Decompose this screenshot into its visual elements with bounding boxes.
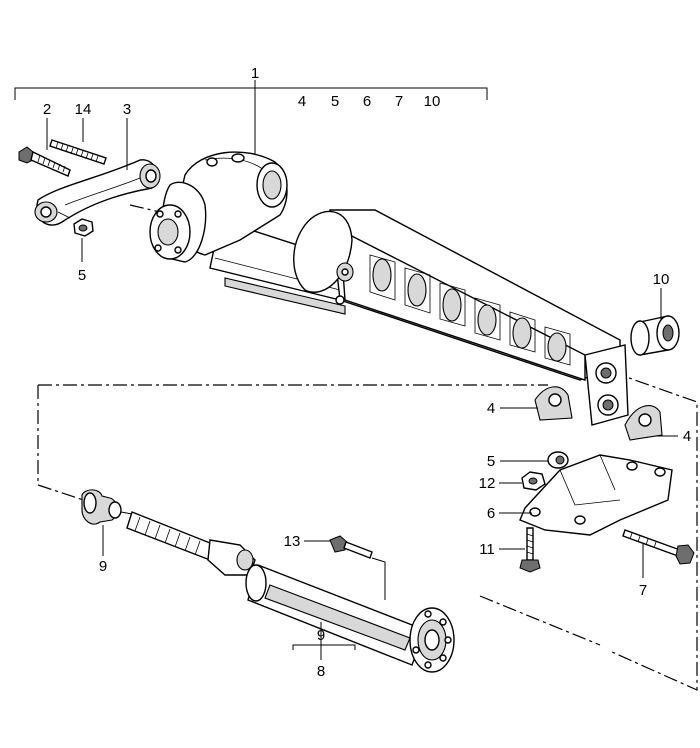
callout-labels: 1 4 5 6 7 10 2 14 3 5 10 4 4 5 12 6 11 7…	[43, 65, 691, 680]
bolt-part-11	[519, 527, 541, 573]
bolt-part-13	[329, 535, 373, 559]
assembly-bracket-1	[14, 80, 488, 160]
label-4-right: 4	[683, 428, 691, 445]
label-9-bottom: 9	[317, 627, 325, 644]
bracket-part-6	[519, 454, 673, 536]
label-1: 1	[251, 65, 259, 82]
stud-part-14	[49, 139, 107, 165]
nut-part-5-right	[547, 451, 569, 469]
label-10-right: 10	[653, 271, 670, 288]
label-3: 3	[123, 101, 131, 118]
label-12: 12	[479, 475, 496, 492]
label-13: 13	[284, 533, 301, 550]
label-7: 7	[639, 582, 647, 599]
label-5-right: 5	[487, 453, 495, 470]
label-1-sub-5: 5	[331, 93, 339, 110]
mount-plate-part-4-right	[624, 405, 663, 441]
label-1-sub-7: 7	[395, 93, 403, 110]
label-9-left: 9	[99, 558, 107, 575]
leader-lines	[46, 118, 678, 660]
drive-shaft-part-8	[126, 511, 455, 673]
label-5-left: 5	[78, 267, 86, 284]
bolt-part-2	[18, 146, 71, 177]
boot-part-9	[81, 489, 133, 525]
rear-axle-subframe-part-1	[149, 151, 629, 426]
label-1-sub-6: 6	[363, 93, 371, 110]
control-arm-part-3	[34, 159, 161, 226]
label-2: 2	[43, 101, 51, 118]
label-6: 6	[487, 505, 495, 522]
nut-part-12	[521, 471, 546, 491]
label-1-sub-4: 4	[298, 93, 306, 110]
label-8: 8	[317, 663, 325, 680]
label-14: 14	[75, 101, 92, 118]
label-4-middle: 4	[487, 400, 495, 417]
label-1-sub-10: 10	[424, 93, 441, 110]
label-11: 11	[479, 541, 495, 558]
mount-plate-part-4-middle	[534, 386, 573, 421]
nut-part-5-left	[73, 218, 94, 237]
bushing-part-10	[630, 315, 680, 356]
bolt-part-7	[622, 529, 695, 565]
